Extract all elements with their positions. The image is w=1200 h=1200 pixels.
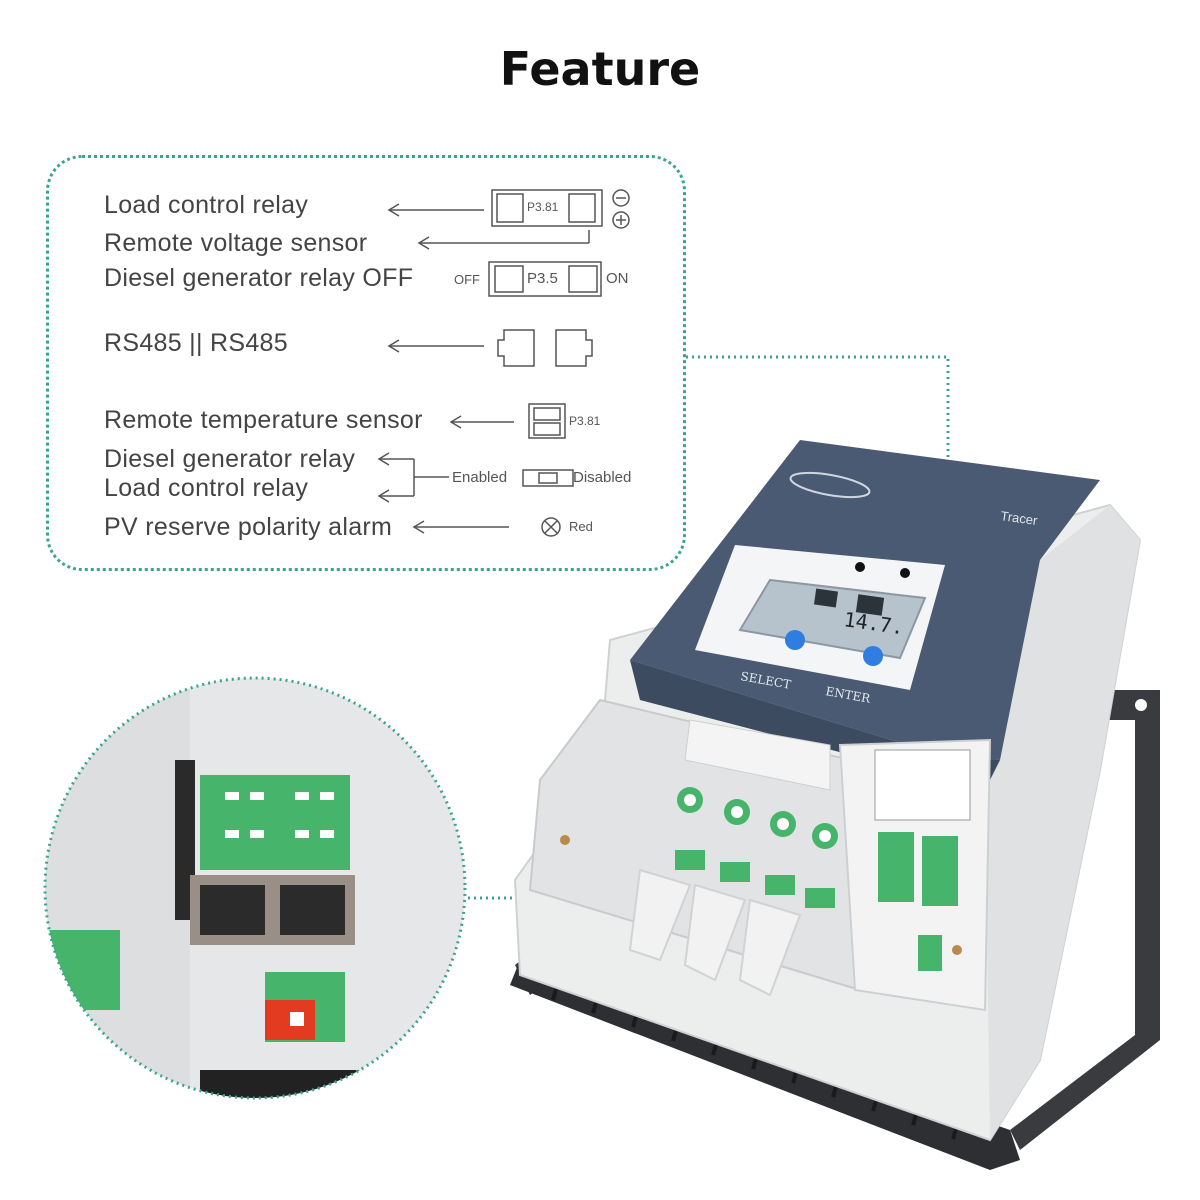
callout-diagrams: [377, 189, 630, 537]
signal-terminals: [878, 832, 958, 971]
label-load-control-relay: Load control relay: [104, 191, 309, 219]
tag-p35: P3.5: [527, 270, 558, 287]
tag-red: Red: [569, 519, 593, 534]
label-diesel-generator-relay: Diesel generator relay: [104, 445, 356, 473]
select-button-led: [785, 630, 805, 650]
tag-enabled: Enabled: [452, 469, 508, 486]
label-load-control-relay-2: Load control relay: [104, 474, 309, 502]
power-terminals: [675, 787, 838, 908]
tag-p381-bottom: P3.81: [569, 414, 601, 428]
tag-on: ON: [606, 270, 629, 287]
label-remote-temp-sensor: Remote temperature sensor: [104, 406, 423, 434]
enter-button-led: [863, 646, 883, 666]
label-rs485: RS485 || RS485: [104, 329, 288, 357]
model-text: Tracer: [1000, 508, 1039, 528]
label-pv-polarity-alarm: PV reserve polarity alarm: [104, 513, 393, 541]
feature-callout: Load control relay Remote voltage sensor…: [46, 155, 686, 571]
zoom-circle-border: [43, 676, 467, 1100]
page-title: Feature: [499, 42, 701, 96]
tag-off: OFF: [454, 272, 480, 287]
label-remote-voltage-sensor: Remote voltage sensor: [104, 229, 368, 257]
zoom-green-terminals: [200, 775, 350, 870]
zoom-detail: [45, 678, 465, 1098]
tag-p381-top: P3.81: [527, 200, 559, 214]
terminal-label-sticker: [874, 749, 971, 821]
label-diesel-relay-off: Diesel generator relay OFF: [104, 264, 414, 292]
tag-disabled: Disabled: [573, 469, 632, 486]
